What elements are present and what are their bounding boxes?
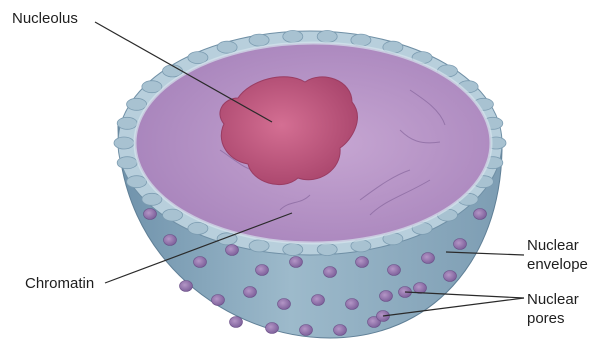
- nuclear-pore: [230, 317, 243, 328]
- nuclear-pore: [324, 267, 337, 278]
- nuclear-pore: [312, 295, 325, 306]
- nuclear-pore: [256, 265, 269, 276]
- nucleolus-label-text: Nucleolus: [12, 9, 78, 28]
- envelope-scallop: [249, 240, 269, 252]
- nuclear-pore: [244, 287, 257, 298]
- nuclear-pore: [414, 283, 427, 294]
- nuclear-pore: [334, 325, 347, 336]
- nuclear-pore: [194, 257, 207, 268]
- nuclear-pore: [388, 265, 401, 276]
- envelope-scallop: [188, 222, 208, 234]
- nuclear-pore: [212, 295, 225, 306]
- nucleolus-label: Nucleolus: [12, 9, 78, 28]
- envelope-scallop: [127, 176, 147, 188]
- nuclear-pores-label-line1: Nuclear: [527, 290, 579, 309]
- nuclear-envelope-label: Nuclear envelope: [527, 236, 588, 274]
- nuclear-pores-label-line2: pores: [527, 309, 579, 328]
- envelope-scallop: [317, 31, 337, 43]
- nuclear-pore: [290, 257, 303, 268]
- envelope-scallop: [317, 244, 337, 256]
- nuclear-pore: [266, 323, 279, 334]
- nuclear-pore: [356, 257, 369, 268]
- nuclear-pore: [180, 281, 193, 292]
- envelope-scallop: [114, 137, 134, 149]
- envelope-scallop: [283, 244, 303, 256]
- nuclear-pores-label: Nuclear pores: [527, 290, 579, 328]
- nuclear-pore: [346, 299, 359, 310]
- envelope-scallop: [117, 157, 137, 169]
- nuclear-pore: [422, 253, 435, 264]
- nuclear-envelope-label-line2: envelope: [527, 255, 588, 274]
- nuclear-pore: [380, 291, 393, 302]
- envelope-scallop: [117, 117, 137, 129]
- nuclear-pore: [454, 239, 467, 250]
- nuclear-pore: [144, 209, 157, 220]
- envelope-scallop: [217, 41, 237, 53]
- envelope-scallop: [188, 52, 208, 64]
- nuclear-pore: [474, 209, 487, 220]
- nuclear-pore: [300, 325, 313, 336]
- chromatin-label: Chromatin: [25, 274, 94, 293]
- nuclear-pore: [226, 245, 239, 256]
- nuclear-pore: [278, 299, 291, 310]
- envelope-scallop: [283, 31, 303, 43]
- nuclear-pore: [164, 235, 177, 246]
- envelope-scallop: [249, 34, 269, 46]
- nuclear-envelope-label-line1: Nuclear: [527, 236, 588, 255]
- chromatin-label-text: Chromatin: [25, 274, 94, 293]
- nuclear-pore: [444, 271, 457, 282]
- envelope-scallop: [127, 98, 147, 110]
